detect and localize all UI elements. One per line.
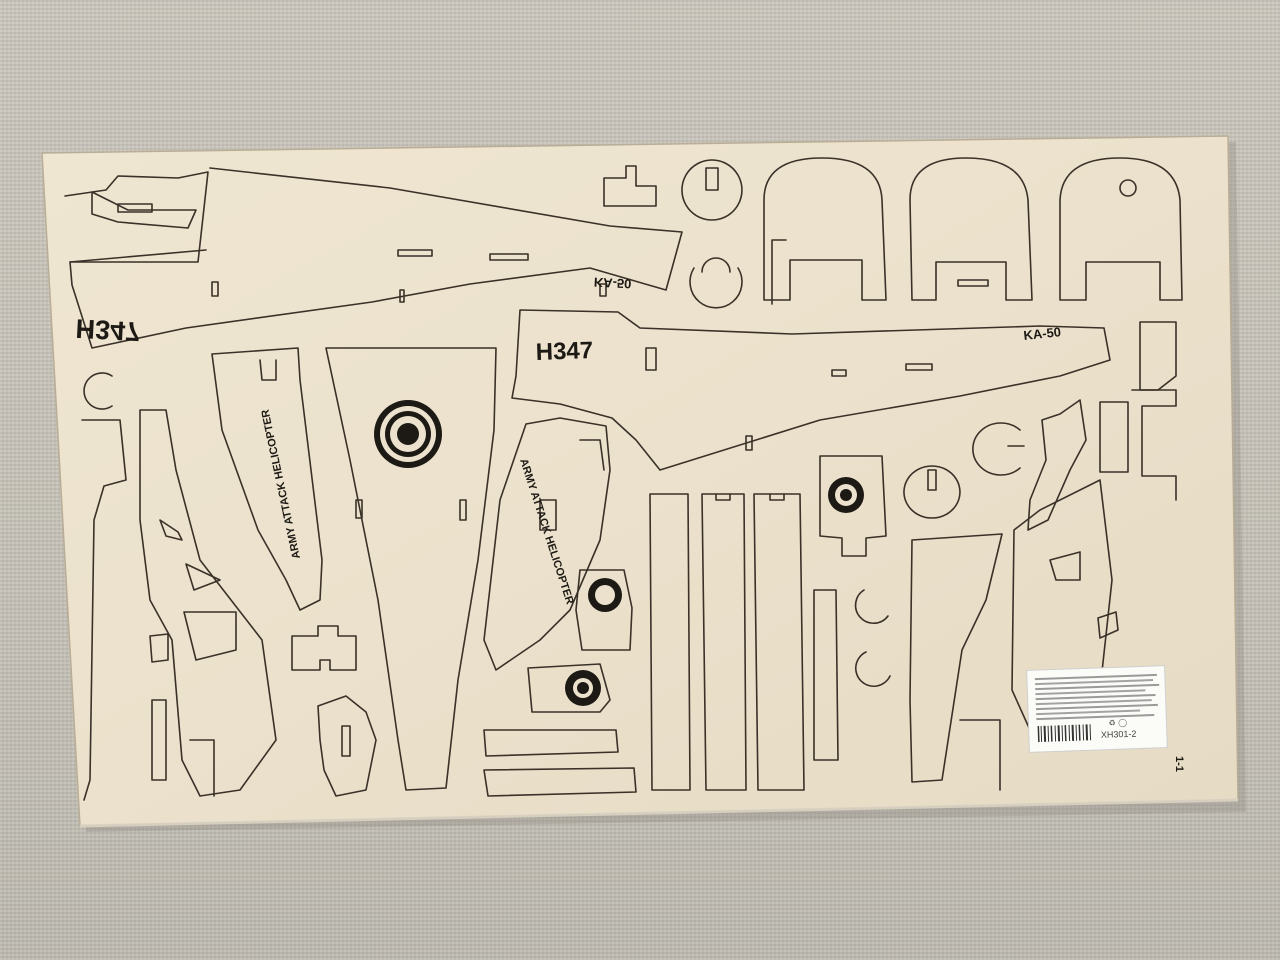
shrink-wrap-edge	[79, 798, 1239, 828]
tail-panel-with-emblem	[325, 347, 497, 791]
engraved-model-mirrored: KA-50	[593, 275, 631, 292]
wing-piece-left	[211, 347, 323, 611]
engraved-code: H347	[535, 337, 593, 366]
small-parts-center-bottom	[291, 569, 637, 797]
fuselage-piece-top-left	[64, 167, 683, 349]
label-article-code: XH301-2	[1101, 729, 1137, 740]
knob-upper-inner	[595, 585, 615, 605]
label-recycle-icons: ♻ ◯	[1108, 718, 1127, 728]
mechanism-pieces-right	[819, 321, 1177, 557]
engraved-code-mirrored: H347	[75, 313, 141, 346]
knob-lower-dot	[577, 682, 589, 694]
barcode	[1036, 724, 1096, 745]
fuselage-piece-center	[511, 309, 1111, 471]
lower-right-pieces	[813, 479, 1119, 791]
emblem-core	[397, 423, 419, 445]
vertical-strips	[649, 493, 805, 791]
dome-pieces	[763, 157, 1183, 305]
edge-mark: 1-1	[1173, 756, 1185, 772]
left-edge-parts	[81, 372, 277, 801]
engraved-model: KA-50	[1023, 324, 1062, 343]
wing-piece-right	[483, 417, 611, 671]
label-fine-print	[1034, 673, 1160, 721]
mechanism-knob-dot	[840, 489, 852, 501]
small-parts-top	[603, 159, 743, 309]
